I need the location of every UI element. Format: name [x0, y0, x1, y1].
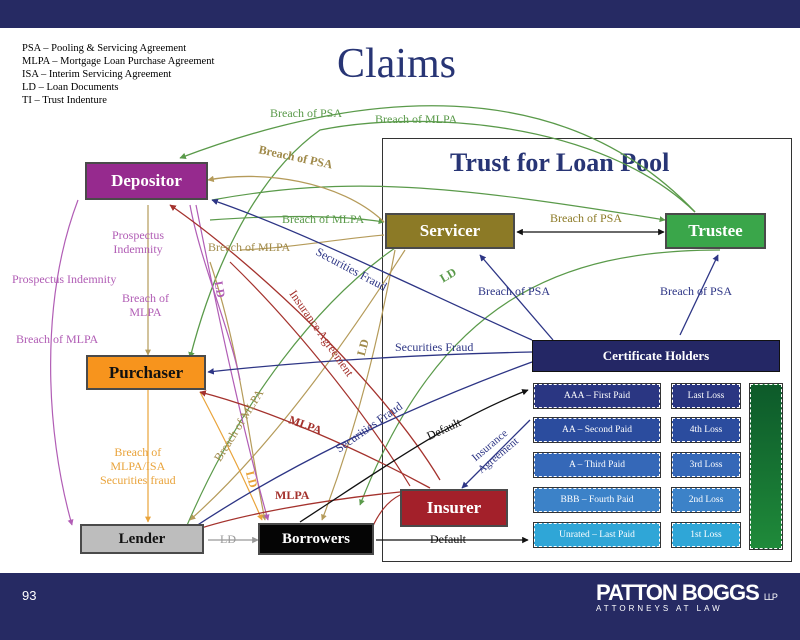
servicer-label: Servicer	[419, 221, 481, 240]
insurer-label: Insurer	[426, 498, 482, 517]
label-breach-mlpa-servicer: Breach of MLPA	[282, 212, 365, 226]
label-breach-mlpa-isa: Breach of MLPA/ISA Securities fraud	[100, 445, 176, 487]
label-default-bottom: Default	[430, 532, 466, 546]
line-breach-psa-top	[179, 105, 696, 213]
page-number: 93	[22, 588, 37, 603]
label-ld-bottom: LD	[220, 532, 236, 546]
bottom-bar	[0, 573, 800, 640]
label-breach-of-mlpa-center: Breach of MLPA	[122, 291, 169, 319]
legend-item: PSA – Pooling & Servicing Agreement	[22, 43, 187, 54]
trustee-node[interactable]: Trustee	[665, 213, 766, 249]
lender-label: Lender	[118, 530, 166, 547]
line-magenta-prospectus-long	[50, 199, 79, 526]
label-securities-fraud-2: Securities Fraud	[395, 340, 474, 354]
loss-last: Last Loss	[671, 383, 741, 409]
line-green-ld-lender	[184, 247, 396, 531]
loss-4th: 4th Loss	[671, 417, 741, 443]
line-red-ld-insurer	[371, 494, 401, 529]
insurer-node[interactable]: Insurer	[400, 489, 508, 527]
borrowers-node[interactable]: Borrowers	[258, 523, 374, 555]
line-red-mlpa-lender	[194, 491, 401, 532]
tranche-label: BBB – Fourth Paid	[560, 495, 634, 505]
logo-name: PATTON BOGGS	[596, 580, 760, 605]
servicer-node[interactable]: Servicer	[385, 213, 515, 249]
lender-node[interactable]: Lender	[80, 524, 204, 554]
line-tan-breach-mlpa-depositor	[239, 234, 385, 251]
legend-item: ISA – Interim Servicing Agreement	[22, 69, 172, 80]
line-navy-securities-fraud-2	[207, 351, 533, 375]
legend-item: MLPA – Mortgage Loan Purchase Agreement	[22, 56, 215, 67]
loss-1st: 1st Loss	[671, 522, 741, 548]
line-navy-breach-psa-trustee	[679, 254, 719, 336]
label-prospectus-indemnity-long: Prospectus Indemnity	[12, 272, 117, 286]
abbreviation-legend: PSA – Pooling & Servicing Agreement MLPA…	[22, 42, 214, 107]
logo-tagline: ATTORNEYS AT LAW	[596, 604, 723, 613]
purchaser-node[interactable]: Purchaser	[86, 355, 206, 390]
line-magenta-depositor-insurer	[189, 204, 241, 381]
logo-llp: LLP	[763, 592, 778, 602]
tranche-label: AA – Second Paid	[562, 425, 632, 435]
trust-title: Trust for Loan Pool	[450, 148, 670, 177]
line-green-breach-mlpa-servicer	[209, 215, 385, 225]
label-breach-mlpa-left: Breach of MLPA	[16, 332, 99, 346]
loss-label: 1st Loss	[690, 530, 722, 540]
firm-logo: PATTON BOGGS LLP ATTORNEYS AT LAW	[596, 580, 778, 613]
borrowers-label: Borrowers	[281, 530, 351, 547]
line-red-breach-mlpa	[169, 204, 441, 481]
certificate-holders-node[interactable]: Certificate Holders	[532, 340, 780, 372]
label-breach-psa-servicer-trustee: Breach of PSA	[550, 211, 622, 225]
line-red-insurance	[229, 261, 411, 487]
tranche-unrated: Unrated – Last Paid	[533, 522, 661, 548]
line-navy-breach-psa-servicer	[479, 254, 554, 341]
line-orange-purchaser-borrowers	[199, 391, 263, 521]
line-navy-securities-fraud-3	[189, 361, 533, 531]
label-breach-mlpa-depositor: Breach of MLPA	[208, 240, 291, 254]
depositor-label: Depositor	[111, 171, 182, 190]
line-tan-breach-psa	[207, 175, 385, 223]
tranche-label: A – Third Paid	[568, 460, 626, 470]
loss-3rd: 3rd Loss	[671, 452, 741, 478]
line-black-default	[299, 389, 529, 523]
tranche-aaa: AAA – First Paid	[533, 383, 661, 409]
loss-label: 3rd Loss	[689, 460, 723, 470]
line-green-ld-servicer	[359, 249, 721, 506]
tranche-label: AAA – First Paid	[563, 391, 631, 401]
tranche-a: A – Third Paid	[533, 452, 661, 478]
tranche-bbb: BBB – Fourth Paid	[533, 487, 661, 513]
line-tan-servicer-lender	[189, 249, 406, 521]
purchaser-label: Purchaser	[108, 362, 184, 382]
line-green-depositor-trustee	[211, 185, 666, 223]
loss-label: 4th Loss	[689, 425, 723, 435]
line-navy-securities-fraud-1	[211, 198, 533, 341]
line-tan-ld-diag	[209, 261, 267, 521]
loss-gradient-bar	[749, 383, 783, 550]
label-prospectus-indemnity-short: Prospectus Indemnity	[112, 228, 164, 256]
trustee-label: Trustee	[688, 221, 743, 240]
label-breach-mlpa-top: Breach of MLPA	[375, 112, 458, 126]
line-magenta-depositor-borrowers	[195, 204, 270, 521]
line-breach-mlpa-top	[188, 120, 696, 359]
label-breach-psa-top: Breach of PSA	[270, 106, 342, 120]
line-tan-ld-servicer	[321, 249, 396, 521]
depositor-node[interactable]: Depositor	[85, 162, 208, 200]
label-ld-2: LD	[211, 279, 229, 299]
certificate-holders-label: Certificate Holders	[602, 348, 710, 363]
loss-label: 2nd Loss	[688, 495, 724, 505]
loss-label: Last Loss	[687, 391, 725, 401]
tranche-label: Unrated – Last Paid	[559, 530, 635, 540]
line-navy-insurance-agreement	[461, 419, 531, 489]
top-bar	[0, 0, 800, 28]
legend-item: LD – Loan Documents	[22, 82, 119, 93]
label-mlpa-2: MLPA	[275, 488, 310, 502]
tranche-aa: AA – Second Paid	[533, 417, 661, 443]
label-breach-psa-ch-servicer: Breach of PSA	[478, 284, 550, 298]
slide-title: Claims	[337, 41, 457, 87]
legend-item: TI – Trust Indenture	[22, 95, 107, 106]
loss-2nd: 2nd Loss	[671, 487, 741, 513]
label-breach-psa-ch-trustee: Breach of PSA	[660, 284, 732, 298]
